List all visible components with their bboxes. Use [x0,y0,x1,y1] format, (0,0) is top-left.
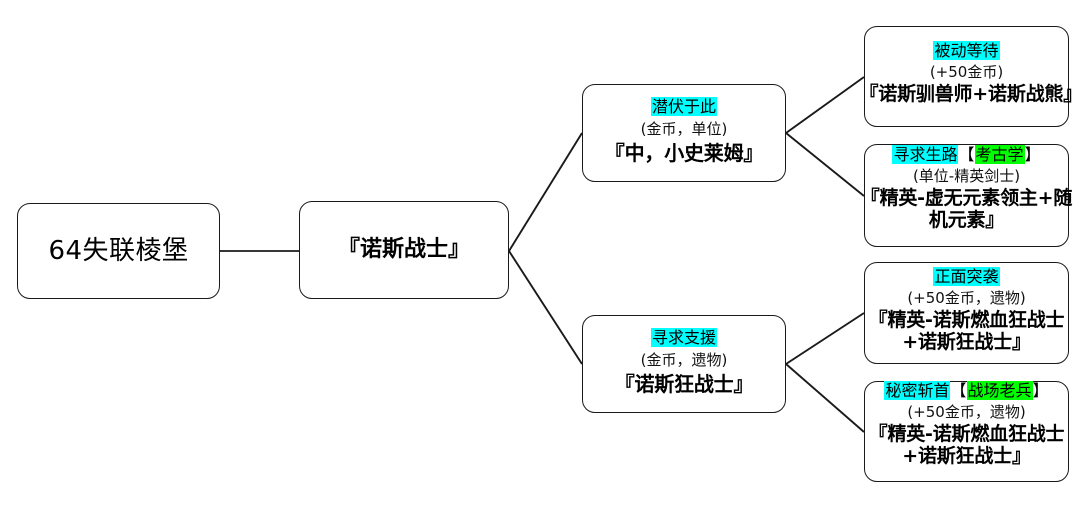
bracket-close: 】 [1032,381,1049,401]
node-root-label: 64失联棱堡 [48,235,189,266]
node-leaf-2-reward: (单位-精英剑士) [912,167,1021,186]
node-root[interactable]: 64失联棱堡 [17,203,220,299]
node-branch-lower-reward: (金币，遗物) [640,351,728,370]
title-highlight: 潜伏于此 [650,97,717,117]
node-branch-upper-reward: (金币，单位) [640,120,728,139]
edge-stage-to-branch-lower [508,250,583,365]
node-branch-upper[interactable]: 潜伏于此 (金币，单位) 『中，小史莱姆』 [582,84,786,182]
bracket-close: 】 [1024,145,1041,165]
node-leaf-4-encounter: 『精英-诺斯燃血狂战士+诺斯狂战士』 [868,423,1065,468]
title-highlight: 寻求支援 [650,328,717,348]
node-leaf-3-title: 正面突袭 [933,266,1000,287]
title-tag-highlight: 考古学 [974,145,1025,165]
title-tag-highlight: 战场老兵 [966,381,1033,401]
edge-branch-lower-to-leaf-4 [785,363,865,433]
edge-branch-lower-to-leaf-3 [785,312,865,365]
node-leaf-4-title: 秘密斩首【战场老兵】 [884,381,1049,401]
node-stage-label: 『诺斯战士』 [337,236,470,262]
bracket-open: 【 [958,145,975,165]
node-leaf-1-title: 被动等待 [933,41,1000,61]
node-branch-upper-title: 潜伏于此 [650,97,717,117]
edge-stage-to-branch-upper [508,132,583,252]
title-highlight: 秘密斩首 [884,381,951,401]
node-stage[interactable]: 『诺斯战士』 [299,201,509,299]
title-highlight: 被动等待 [933,41,1000,61]
node-leaf-1-encounter: 『诺斯驯兽师+诺斯战熊』 [859,83,1080,106]
title-highlight: 寻求生路 [892,145,959,165]
node-branch-lower-encounter: 『诺斯狂战士』 [614,372,754,397]
node-leaf-2-encounter: 『精英-虚无元素领主+随机元素』 [860,187,1073,232]
node-leaf-1[interactable]: 被动等待 (+50金币) 『诺斯驯兽师+诺斯战熊』 [860,26,1080,127]
node-leaf-2-title: 寻求生路【考古学】 [892,145,1041,165]
bracket-open: 【 [950,381,967,401]
node-leaf-4-reward: (+50金币，遗物) [907,403,1026,422]
node-branch-upper-encounter: 『中，小史莱姆』 [604,141,764,166]
node-leaf-1-reward: (+50金币) [929,63,1004,82]
node-branch-lower[interactable]: 寻求支援 (金币，遗物) 『诺斯狂战士』 [582,315,786,413]
title-highlight: 正面突袭 [933,266,1000,286]
edge-branch-upper-to-leaf-1 [785,76,865,134]
node-leaf-2[interactable]: 寻求生路【考古学】 (单位-精英剑士) 『精英-虚无元素领主+随机元素』 [861,144,1072,247]
edge-branch-upper-to-leaf-2 [785,132,865,197]
node-branch-lower-title: 寻求支援 [650,328,717,348]
node-leaf-3[interactable]: 正面突袭 (+50金币，遗物) 『精英-诺斯燃血狂战士+诺斯狂战士』 [864,262,1069,364]
node-leaf-3-reward: (+50金币，遗物) [907,288,1026,307]
node-leaf-4[interactable]: 秘密斩首【战场老兵】 (+50金币，遗物) 『精英-诺斯燃血狂战士+诺斯狂战士』 [864,381,1069,482]
node-leaf-3-encounter: 『精英-诺斯燃血狂战士+诺斯狂战士』 [868,308,1065,353]
